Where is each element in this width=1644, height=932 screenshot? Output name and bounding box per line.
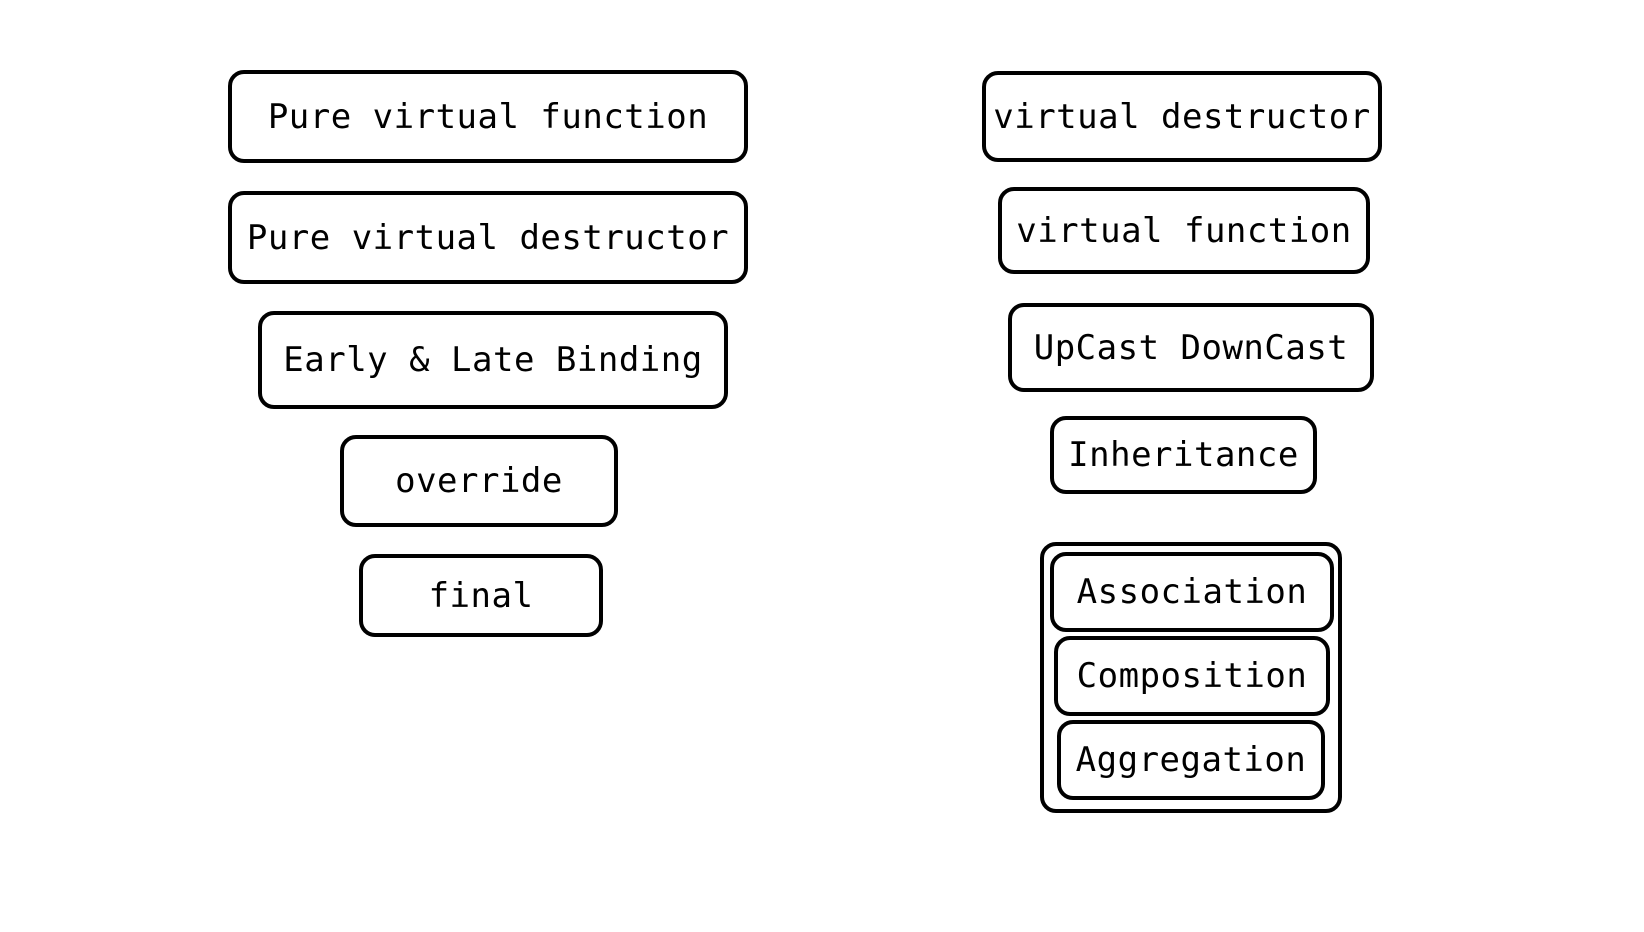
association-label: Association <box>1076 572 1308 612</box>
upcast-downcast-label: UpCast DownCast <box>1033 327 1349 368</box>
final-label: final <box>428 575 534 616</box>
pure-virtual-destructor-label: Pure virtual destructor <box>246 217 730 258</box>
early-late-binding-box: Early & Late Binding <box>258 311 728 409</box>
composition-label: Composition <box>1076 656 1308 696</box>
override-box: override <box>340 435 618 527</box>
inheritance-box: Inheritance <box>1050 416 1317 494</box>
upcast-downcast-box: UpCast DownCast <box>1008 303 1374 392</box>
pure-virtual-function-label: Pure virtual function <box>267 96 709 137</box>
virtual-function-box: virtual function <box>998 187 1370 274</box>
final-box: final <box>359 554 603 637</box>
pure-virtual-function-box: Pure virtual function <box>228 70 748 163</box>
aggregation-box: Aggregation <box>1057 720 1325 800</box>
early-late-binding-label: Early & Late Binding <box>283 340 703 380</box>
association-box: Association <box>1050 552 1334 632</box>
aggregation-label: Aggregation <box>1075 740 1307 780</box>
inheritance-label: Inheritance <box>1068 435 1299 475</box>
virtual-function-label: virtual function <box>1016 210 1352 251</box>
override-label: override <box>395 461 563 501</box>
virtual-destructor-label: virtual destructor <box>993 96 1371 137</box>
pure-virtual-destructor-box: Pure virtual destructor <box>228 191 748 284</box>
virtual-destructor-box: virtual destructor <box>982 71 1382 162</box>
composition-box: Composition <box>1054 636 1330 716</box>
